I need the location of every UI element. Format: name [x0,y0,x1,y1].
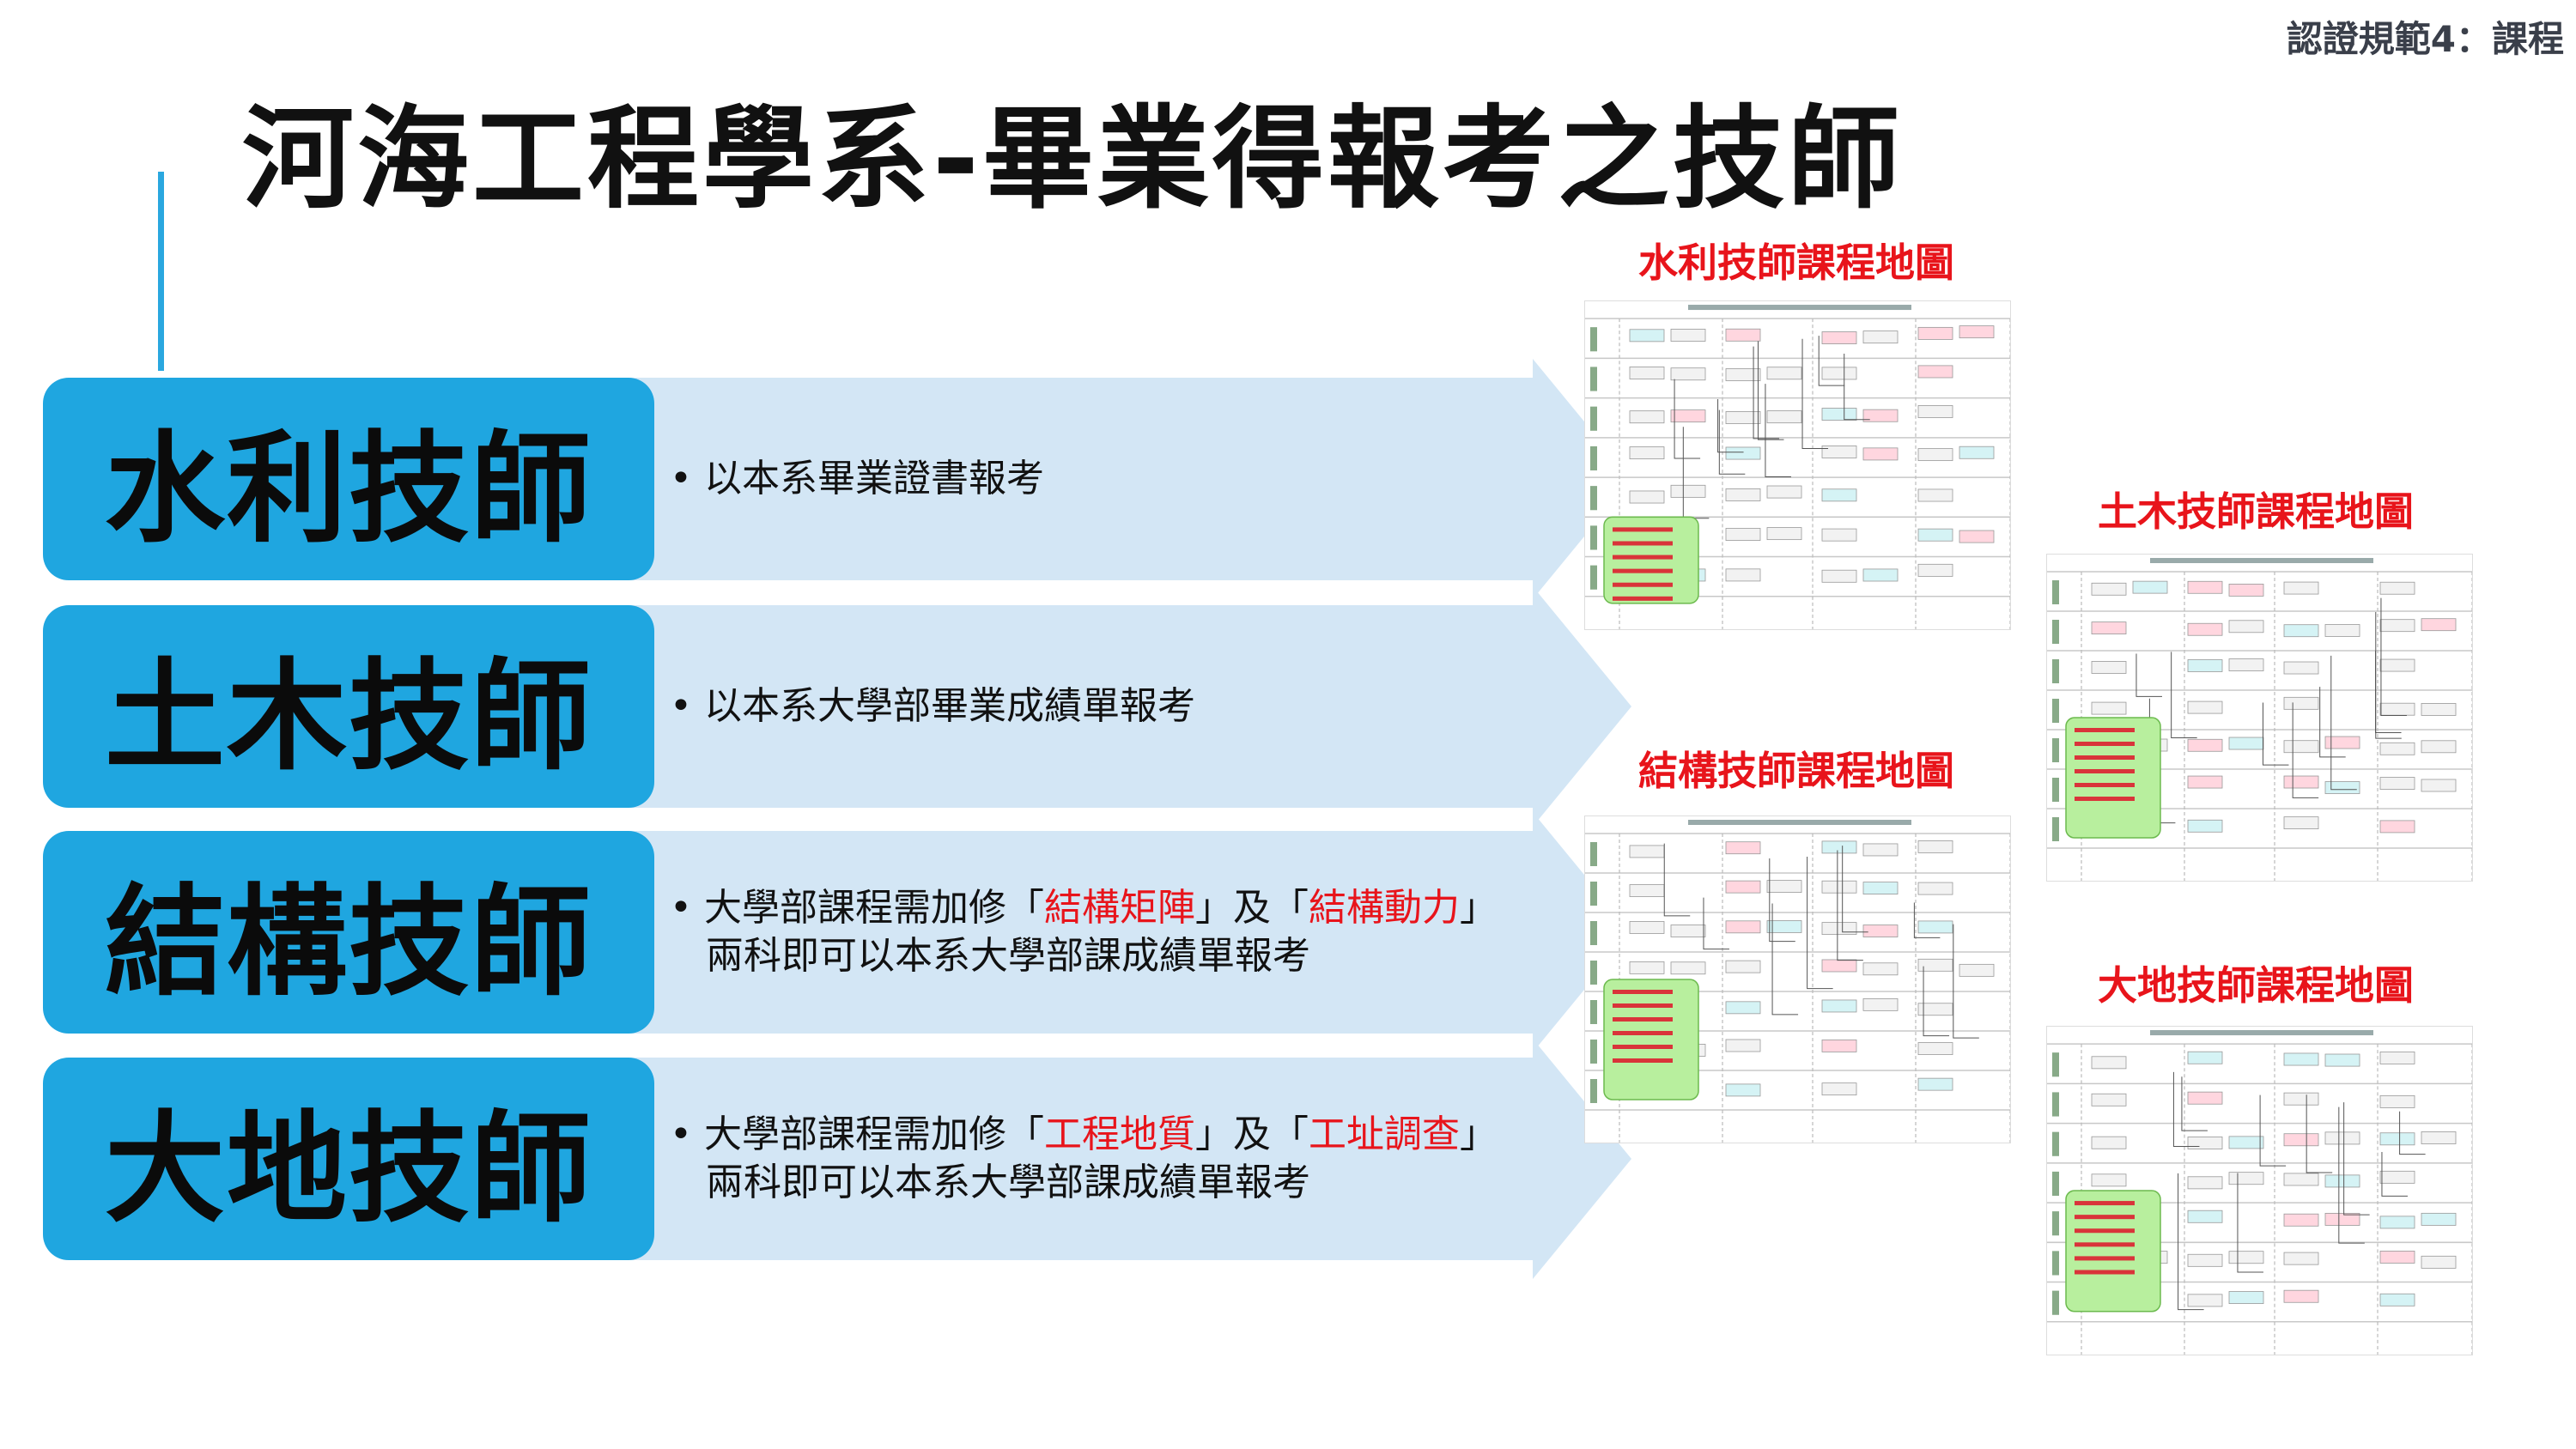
accent-line [158,172,164,371]
row-hydraulic: 水利技師 • 以本系畢業證書報考 [43,359,1631,599]
badge-structural: 結構技師 [43,831,654,1034]
map-title-hydraulic: 水利技師課程地圖 [1638,239,1954,286]
map-title-structural: 結構技師課程地圖 [1638,748,1954,794]
badge-hydraulic: 水利技師 [43,378,654,580]
row-civil: 土木技師 • 以本系大學部畢業成績單報考 [43,586,1631,827]
arrow-shape [627,359,1631,599]
course-map-geotechnical [2046,1026,2473,1355]
badge-geotechnical: 大地技師 [43,1058,654,1260]
desc-hydraulic: • 以本系畢業證書報考 [670,457,1044,500]
corner-label: 認證規範4：課程 [2286,18,2564,60]
arrow-shape [627,812,1631,1052]
map-title-civil: 土木技師課程地圖 [2098,488,2414,535]
page-title: 河海工程學系-畢業得報考之技師 [242,94,1903,224]
desc-structural: • 大學部課程需加修「結構矩陣」及「結構動力」 兩科即可以本系大學部課成績單報考 [670,886,1498,978]
row-structural: 結構技師 • 大學部課程需加修「結構矩陣」及「結構動力」 兩科即可以本系大學部課… [43,812,1631,1052]
badge-civil: 土木技師 [43,605,654,808]
arrow-shape [627,1039,1631,1279]
desc-civil: • 以本系大學部畢業成績單報考 [670,684,1195,728]
course-map-structural [1584,815,2011,1143]
course-map-hydraulic [1584,300,2011,630]
row-geotechnical: 大地技師 • 大學部課程需加修「工程地質」及「工址調查」 兩科即可以本系大學部課… [43,1039,1631,1279]
arrow-shape [627,586,1631,827]
map-title-geotechnical: 大地技師課程地圖 [2098,962,2414,1009]
course-map-civil [2046,554,2473,882]
desc-geotechnical: • 大學部課程需加修「工程地質」及「工址調查」 兩科即可以本系大學部課成績單報考 [670,1113,1498,1204]
